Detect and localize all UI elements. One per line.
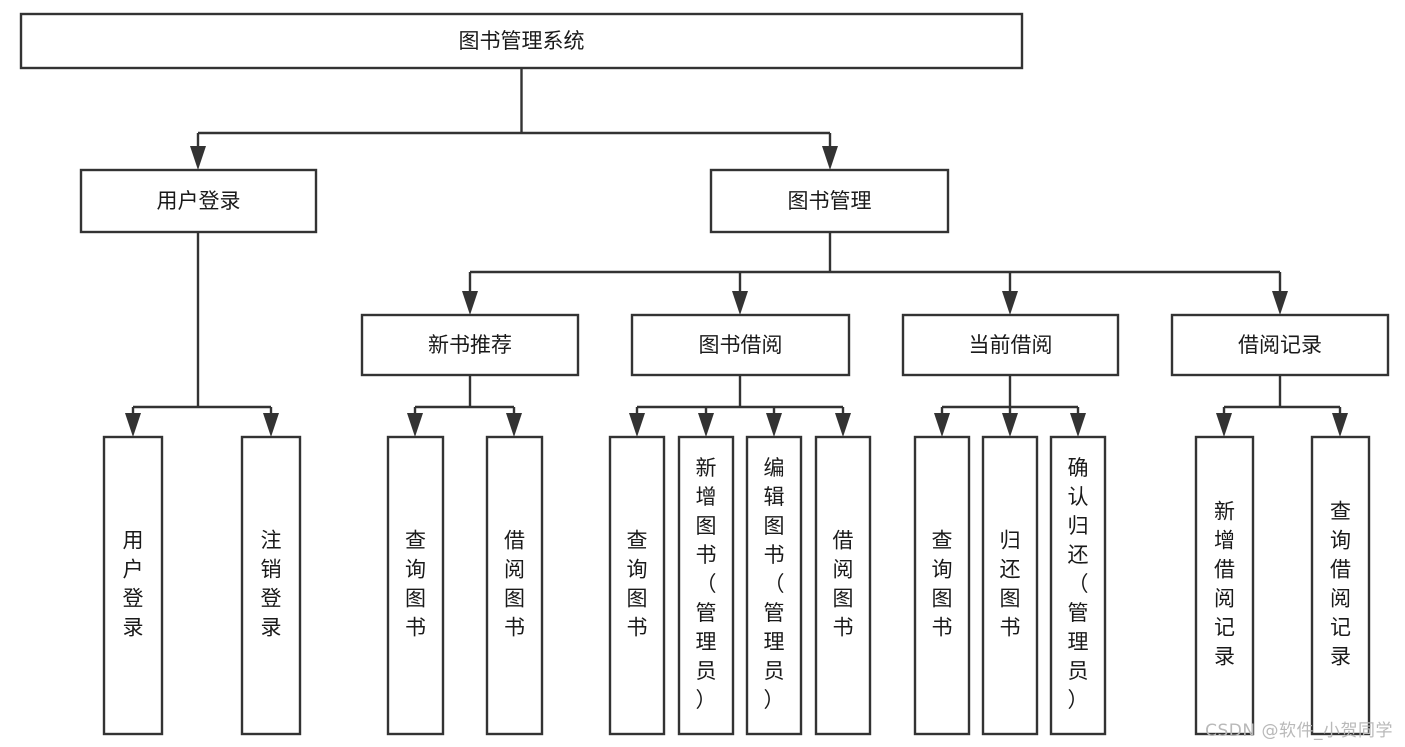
arrow-head-leaf-query-book-1 — [407, 413, 423, 437]
node-leaf-borrow-book-1-label: 借阅图书 — [504, 529, 525, 640]
node-leaf-add-book[interactable]: 新增图书（管理员） — [677, 435, 735, 736]
node-new-book-rec-label: 新书推荐 — [428, 333, 512, 357]
node-book-borrow-label: 图书借阅 — [699, 333, 783, 357]
node-leaf-query-record-box[interactable] — [1310, 435, 1371, 736]
node-leaf-borrow-book-1[interactable]: 借阅图书 — [485, 435, 544, 736]
arrow-head-leaf-logout-login — [263, 413, 279, 437]
arrow-head-leaf-query-book-2 — [629, 413, 645, 437]
node-leaf-add-book-label: 新增图书（管理员） — [696, 456, 717, 712]
node-leaf-borrow-book-2-label: 借阅图书 — [833, 529, 854, 640]
node-leaf-confirm-return-box[interactable] — [1049, 435, 1107, 736]
node-user-login-box[interactable] — [79, 168, 318, 234]
arrow-head-leaf-add-record — [1216, 413, 1232, 437]
node-leaf-borrow-book-1-box[interactable] — [485, 435, 544, 736]
arrow-head-leaf-query-book-3 — [934, 413, 950, 437]
node-leaf-edit-book-box[interactable] — [745, 435, 803, 736]
node-borrow-record[interactable]: 借阅记录 — [1170, 313, 1390, 377]
node-leaf-logout-login[interactable]: 注销登录 — [240, 435, 302, 736]
node-leaf-user-login-box[interactable] — [102, 435, 164, 736]
node-leaf-query-book-3[interactable]: 查询图书 — [913, 435, 971, 736]
node-leaf-borrow-book-2-box[interactable] — [814, 435, 872, 736]
node-leaf-query-book-1-box[interactable] — [386, 435, 445, 736]
node-leaf-query-book-2-box[interactable] — [608, 435, 666, 736]
node-new-book-rec-box[interactable] — [360, 313, 580, 377]
node-leaf-edit-book-label: 编辑图书（管理员） — [764, 456, 785, 712]
node-user-login[interactable]: 用户登录 — [79, 168, 318, 234]
edges-layer — [125, 68, 1348, 437]
node-leaf-return-book[interactable]: 归还图书 — [981, 435, 1039, 736]
node-current-borrow-box[interactable] — [901, 313, 1120, 377]
arrow-head-borrow-record — [1272, 291, 1288, 315]
node-root[interactable]: 图书管理系统 — [19, 12, 1024, 70]
node-leaf-query-book-1[interactable]: 查询图书 — [386, 435, 445, 736]
arrow-head-new-book-rec — [462, 291, 478, 315]
node-leaf-confirm-return[interactable]: 确认归还（管理员） — [1049, 435, 1107, 736]
node-new-book-rec[interactable]: 新书推荐 — [360, 313, 580, 377]
node-leaf-query-book-1-label: 查询图书 — [405, 529, 426, 640]
node-leaf-confirm-return-label: 确认归还（管理员） — [1068, 456, 1089, 712]
arrow-head-leaf-return-book — [1002, 413, 1018, 437]
arrow-head-user-login — [190, 146, 206, 170]
node-leaf-return-book-box[interactable] — [981, 435, 1039, 736]
node-current-borrow-label: 当前借阅 — [969, 333, 1053, 357]
node-leaf-query-book-2[interactable]: 查询图书 — [608, 435, 666, 736]
arrow-head-leaf-confirm-return — [1070, 413, 1086, 437]
node-leaf-return-book-label: 归还图书 — [1000, 529, 1021, 640]
arrow-head-leaf-edit-book — [766, 413, 782, 437]
arrow-head-current-borrow — [1002, 291, 1018, 315]
node-leaf-edit-book[interactable]: 编辑图书（管理员） — [745, 435, 803, 736]
node-book-manage-label: 图书管理 — [788, 189, 872, 213]
node-root-box[interactable] — [19, 12, 1024, 70]
node-leaf-logout-login-label: 注销登录 — [261, 529, 282, 640]
arrow-head-leaf-add-book — [698, 413, 714, 437]
node-leaf-query-record-label: 查询借阅记录 — [1330, 500, 1351, 669]
nodes-layer: 图书管理系统 用户登录 图书管理 新书推荐 图书借阅 当前 — [19, 12, 1390, 736]
node-leaf-query-book-2-label: 查询图书 — [627, 529, 648, 640]
node-leaf-query-record[interactable]: 查询借阅记录 — [1310, 435, 1371, 736]
node-leaf-user-login[interactable]: 用户登录 — [102, 435, 164, 736]
node-book-manage-box[interactable] — [709, 168, 950, 234]
node-leaf-add-record[interactable]: 新增借阅记录 — [1194, 435, 1255, 736]
csdn-watermark: CSDN @软件_小贺同学 — [1205, 721, 1393, 741]
node-leaf-query-book-3-box[interactable] — [913, 435, 971, 736]
node-leaf-add-record-label: 新增借阅记录 — [1214, 500, 1235, 669]
node-borrow-record-label: 借阅记录 — [1238, 333, 1322, 357]
node-leaf-borrow-book-2[interactable]: 借阅图书 — [814, 435, 872, 736]
arrow-head-leaf-query-record — [1332, 413, 1348, 437]
node-current-borrow[interactable]: 当前借阅 — [901, 313, 1120, 377]
node-leaf-logout-login-box[interactable] — [240, 435, 302, 736]
node-user-login-label: 用户登录 — [157, 189, 241, 213]
node-leaf-add-record-box[interactable] — [1194, 435, 1255, 736]
node-borrow-record-box[interactable] — [1170, 313, 1390, 377]
node-leaf-query-book-3-label: 查询图书 — [932, 529, 953, 640]
node-book-borrow[interactable]: 图书借阅 — [630, 313, 851, 377]
arrow-head-leaf-borrow-book-2 — [835, 413, 851, 437]
node-book-manage[interactable]: 图书管理 — [709, 168, 950, 234]
arrow-head-leaf-borrow-book-1 — [506, 413, 522, 437]
node-leaf-user-login-label: 用户登录 — [123, 529, 144, 640]
node-book-borrow-box[interactable] — [630, 313, 851, 377]
node-leaf-add-book-box[interactable] — [677, 435, 735, 736]
node-root-label: 图书管理系统 — [459, 29, 585, 53]
arrow-head-book-manage — [822, 146, 838, 170]
arrow-head-book-borrow — [732, 291, 748, 315]
arrow-head-leaf-user-login — [125, 413, 141, 437]
